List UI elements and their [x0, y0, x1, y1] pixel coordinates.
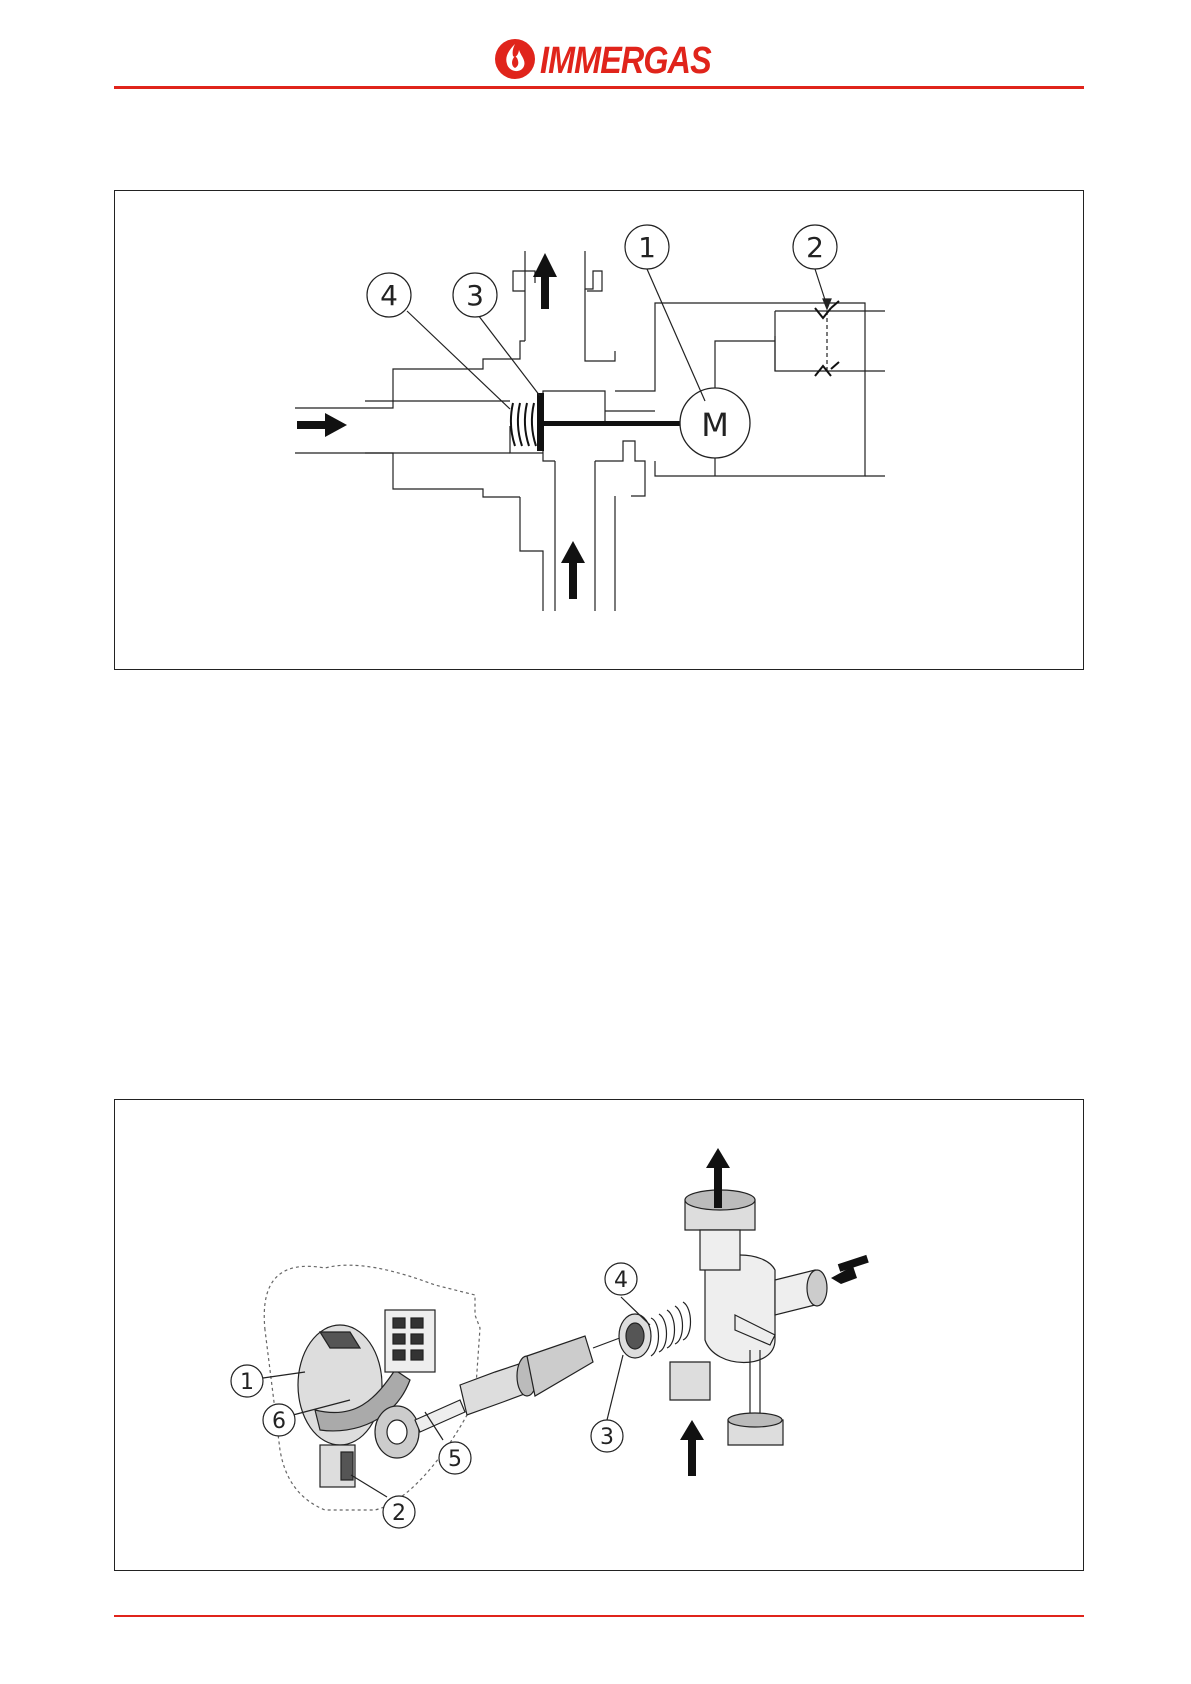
schematic-figure: M [114, 190, 1084, 670]
callout-3: 3 [466, 279, 484, 312]
exploded-view-drawing: 1 6 5 2 4 3 [115, 1100, 1085, 1572]
brand-name: IMMERGAS [540, 40, 711, 83]
callout-4: 4 [380, 279, 398, 312]
callout-2: 2 [392, 1501, 406, 1526]
schematic-drawing: M [115, 191, 1085, 671]
callout-2: 2 [806, 231, 824, 264]
callout-1: 1 [638, 231, 656, 264]
header-rule [114, 86, 1084, 89]
callout-4: 4 [614, 1268, 628, 1293]
callout-1: 1 [240, 1370, 254, 1395]
exploded-view-figure: 1 6 5 2 4 3 [114, 1099, 1084, 1571]
footer-rule [114, 1615, 1084, 1617]
callout-5: 5 [448, 1447, 462, 1472]
motor-label: M [701, 406, 729, 444]
callout-6: 6 [272, 1409, 286, 1434]
flame-icon [493, 36, 537, 82]
callout-3: 3 [600, 1425, 614, 1450]
